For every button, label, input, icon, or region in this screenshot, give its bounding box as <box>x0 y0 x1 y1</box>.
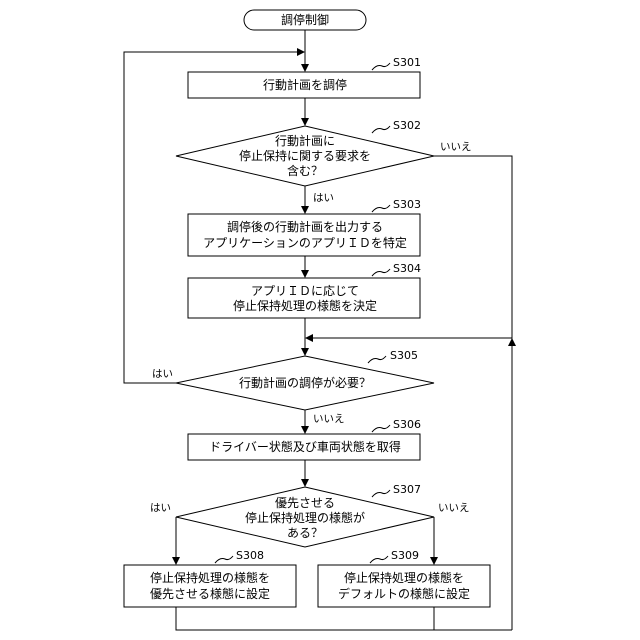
step-s305-line-1: 行動計画の調停が必要？ <box>239 375 371 390</box>
step-s304-line-2: 停止保持処理の様態を決定 <box>233 298 377 313</box>
step-s301-line-1: 行動計画を調停 <box>263 77 347 92</box>
ref-s303: S303 <box>393 198 421 211</box>
ref-s309: S309 <box>391 549 419 562</box>
step-s304-line-1: アプリＩＤに応じて <box>251 284 359 298</box>
step-s307-line-1: 優先させる <box>275 496 335 510</box>
s307-no-label: いいえ <box>438 502 470 514</box>
step-s302-line-1: 行動計画に <box>275 133 335 148</box>
s302-yes-label: はい <box>313 192 334 204</box>
step-s307-line-3: ある？ <box>287 526 323 540</box>
ref-leader <box>370 556 388 563</box>
ref-leader <box>372 425 390 432</box>
step-s308-line-2: 優先させる様態に設定 <box>150 586 270 601</box>
step-s303-line-2: アプリケーションのアプリＩＤを特定 <box>203 235 407 250</box>
ref-s307: S307 <box>393 483 421 496</box>
step-s306-line-1: ドライバー状態及び車両状態を取得 <box>209 439 401 454</box>
s305-yes-connector <box>124 52 304 383</box>
ref-s301: S301 <box>393 56 421 69</box>
ref-leader <box>372 63 390 70</box>
step-s303-line-1: 調停後の行動計画を出力する <box>227 219 383 234</box>
ref-leader <box>372 269 390 276</box>
step-s307-line-2: 停止保持処理の様態が <box>245 510 365 525</box>
ref-s306: S306 <box>393 418 421 431</box>
ref-leader <box>372 490 390 497</box>
ref-leader <box>372 205 390 212</box>
ref-leader <box>368 356 386 363</box>
step-s302-line-3: 含む？ <box>287 163 323 178</box>
s305-yes-label: はい <box>152 368 173 380</box>
s305-no-label: いいえ <box>313 413 345 425</box>
ref-leader <box>372 126 390 133</box>
ref-s302: S302 <box>393 119 421 132</box>
ref-leader <box>215 556 233 563</box>
step-s308-line-1: 停止保持処理の様態を <box>150 570 270 585</box>
ref-s304: S304 <box>393 262 421 275</box>
step-s309-line-2: デフォルトの様態に設定 <box>338 586 470 601</box>
ref-s305: S305 <box>390 349 418 362</box>
s308-out-connector <box>176 607 512 630</box>
start-label: 調停制御 <box>281 12 329 27</box>
step-s302-line-2: 停止保持に関する要求を <box>239 148 371 163</box>
ref-s308: S308 <box>236 549 264 562</box>
s302-no-label: いいえ <box>440 141 472 153</box>
step-s309-line-1: 停止保持処理の様態を <box>344 570 464 585</box>
s307-yes-label: はい <box>150 502 171 514</box>
s302-no-connector <box>434 156 512 630</box>
